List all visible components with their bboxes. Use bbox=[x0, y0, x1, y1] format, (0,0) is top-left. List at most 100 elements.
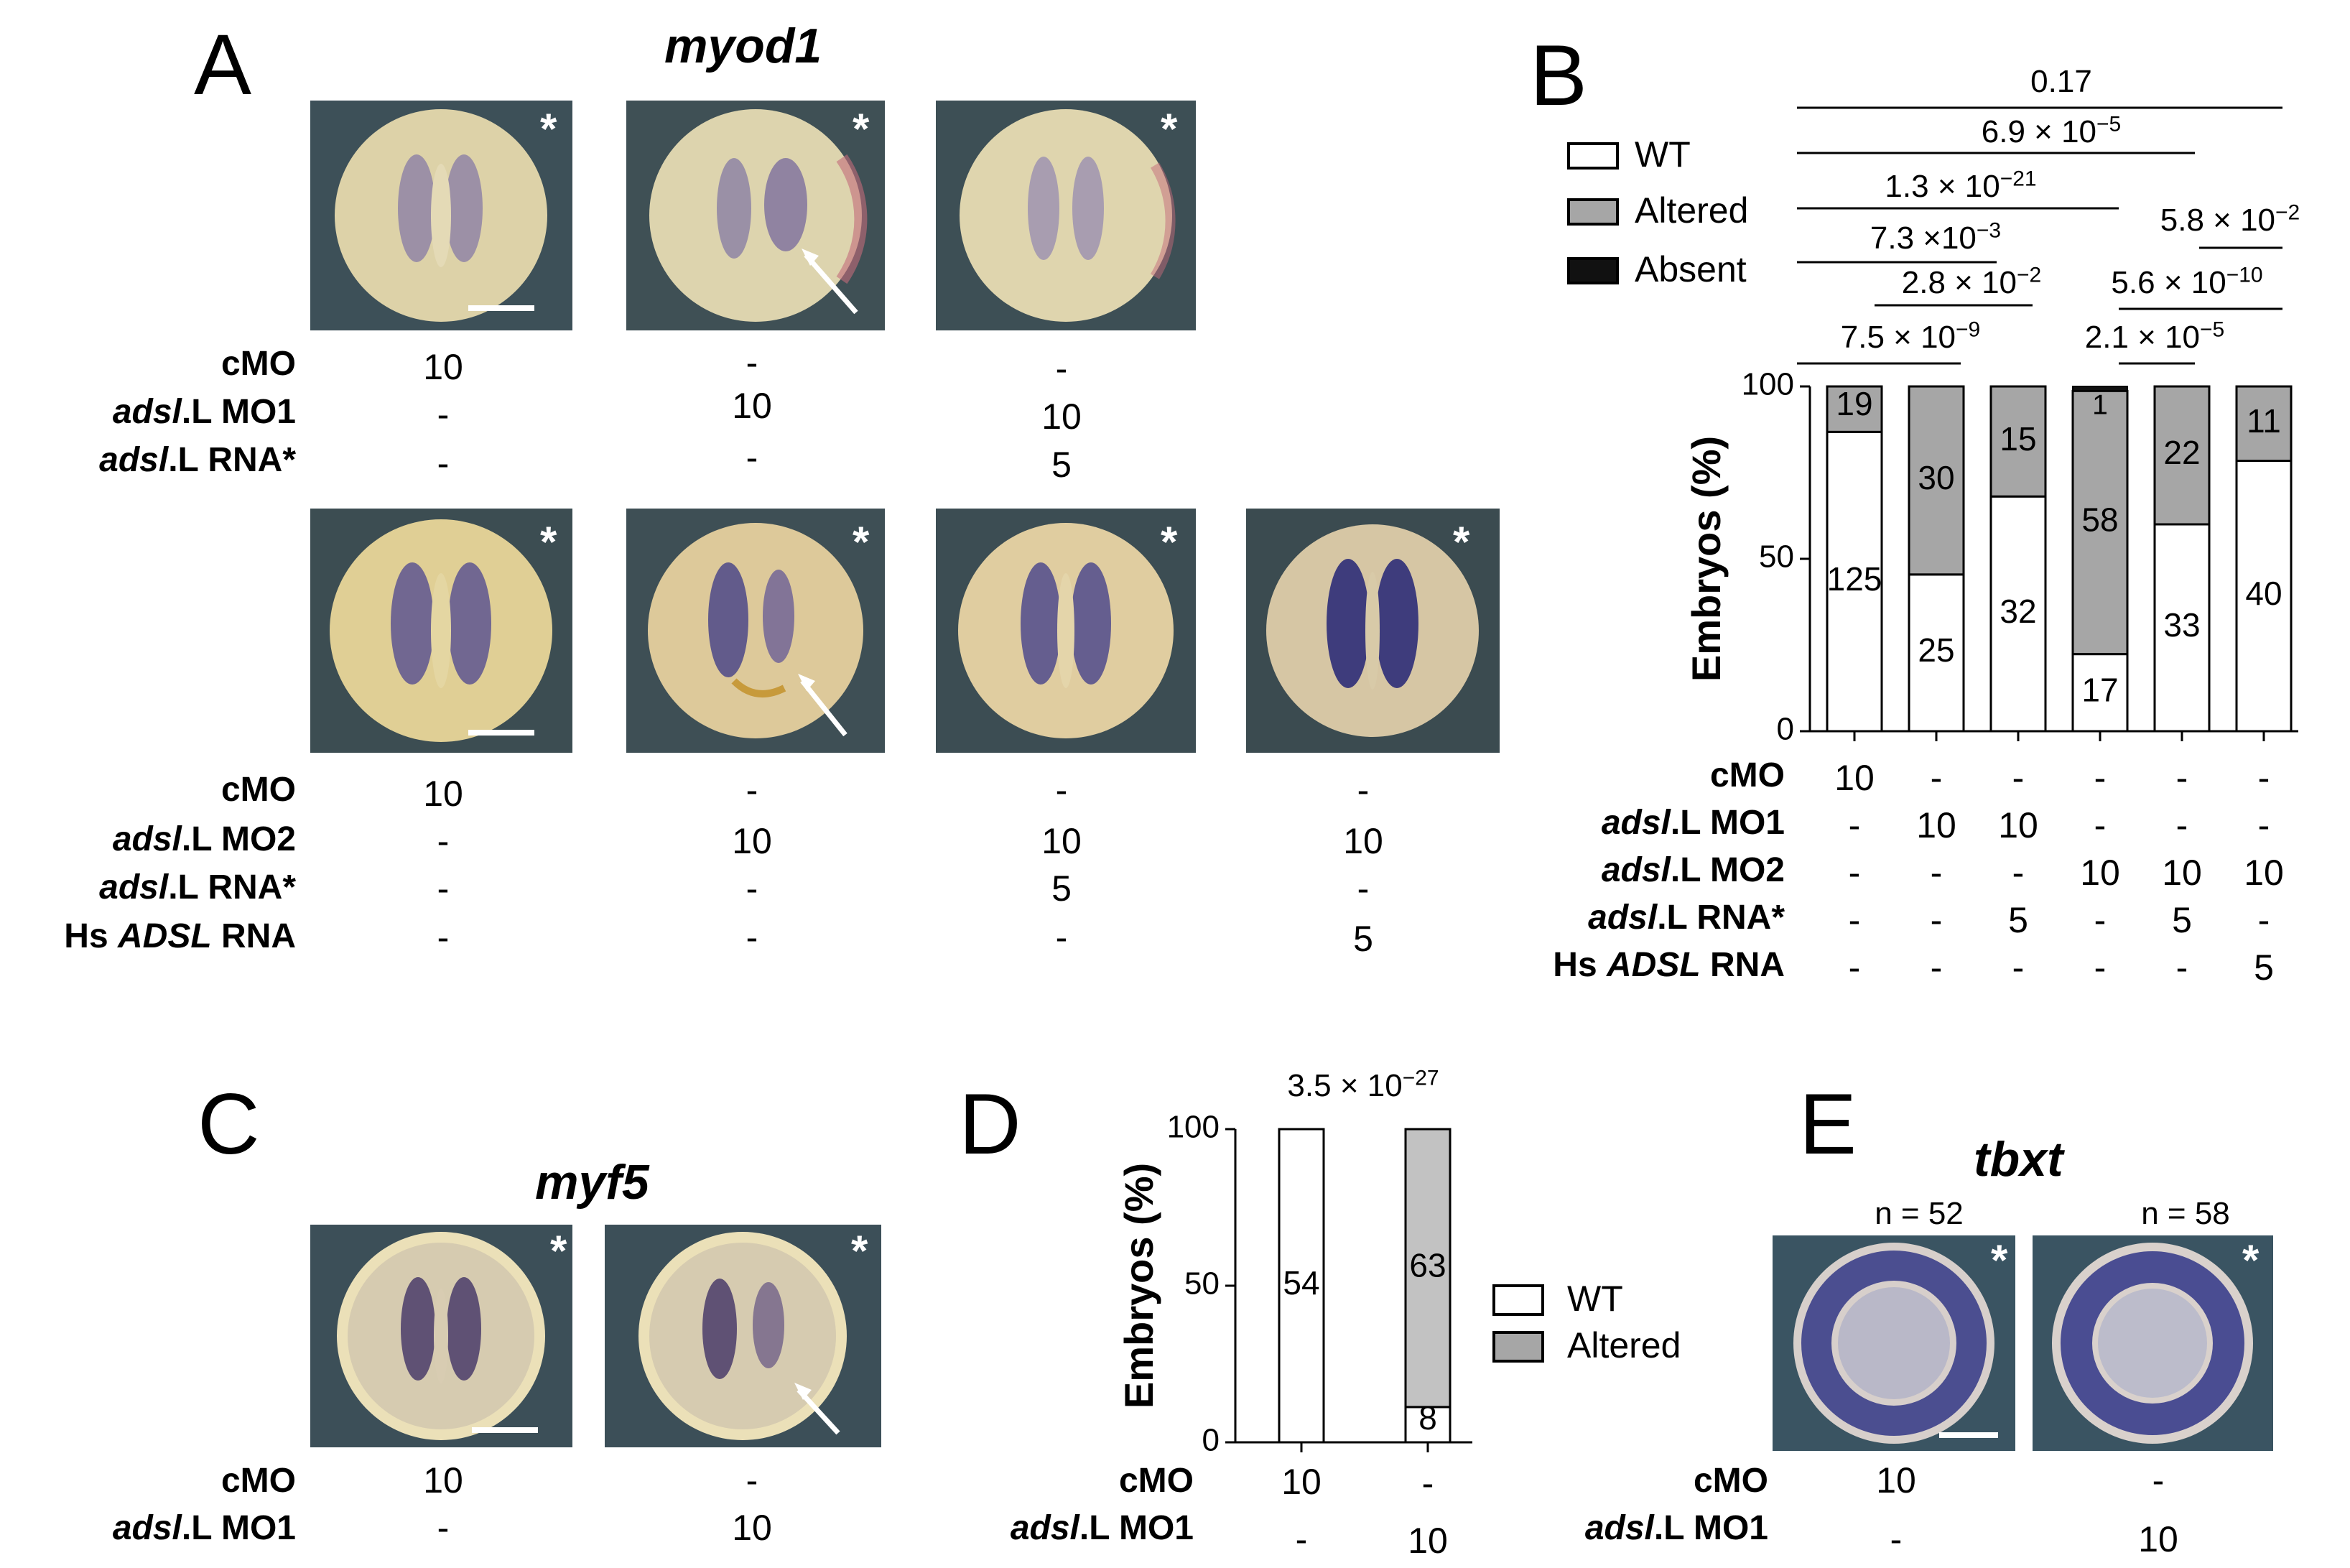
cell: - bbox=[1848, 900, 1861, 940]
bar-label-wt: 54 bbox=[1283, 1264, 1319, 1302]
legend-label-wt: WT bbox=[1567, 1279, 1623, 1319]
bar-label-altered: 11 bbox=[2247, 402, 2281, 440]
cell: 10 bbox=[1041, 396, 1082, 437]
p-value-label: 7.3 ×10−3 bbox=[1870, 218, 2002, 256]
cell: 5 bbox=[1051, 868, 1072, 909]
row-label-cmo: cMO bbox=[1693, 1462, 1768, 1500]
bar-label-absent: 1 bbox=[2092, 389, 2108, 420]
asterisk-mark: * bbox=[1991, 1236, 2008, 1284]
bar-label-altered: 63 bbox=[1409, 1247, 1446, 1284]
bar-label-altered: 15 bbox=[2000, 420, 2036, 458]
cell: - bbox=[437, 868, 450, 909]
cell: 10 bbox=[423, 774, 463, 814]
bar-segment-altered bbox=[2235, 385, 2293, 463]
cell: 10 bbox=[2244, 853, 2284, 893]
row-label-adsl-rna: adsl.L RNA* bbox=[99, 441, 296, 479]
y-axis-title: Embryos (%) bbox=[1683, 436, 1729, 682]
y-tick-label: 50 bbox=[1759, 539, 1794, 575]
bar-segment-wt bbox=[1826, 430, 1883, 733]
cell: 10 bbox=[1916, 805, 1956, 845]
p-value-label: 6.9 × 10−5 bbox=[1981, 112, 2122, 149]
bar-segment-wt bbox=[1908, 573, 1965, 733]
cell: - bbox=[2152, 1460, 2165, 1500]
panel-label-b: B bbox=[1530, 27, 1588, 124]
cell: - bbox=[2257, 758, 2270, 798]
asterisk-mark: * bbox=[1161, 518, 1178, 566]
p-value-label: 7.5 × 10−9 bbox=[1840, 317, 1981, 355]
cell: - bbox=[1848, 853, 1861, 893]
cell: 5 bbox=[2254, 947, 2274, 988]
bar-label-wt: 40 bbox=[2245, 575, 2282, 612]
cell: 10 bbox=[732, 1508, 772, 1548]
asterisk-mark: * bbox=[1161, 105, 1178, 153]
bar-label-altered: 58 bbox=[2081, 501, 2118, 539]
cell: - bbox=[1357, 868, 1370, 909]
cell: - bbox=[746, 770, 758, 810]
cell: - bbox=[746, 868, 758, 909]
y-tick-label: 0 bbox=[1777, 712, 1794, 747]
bar-label-wt: 8 bbox=[1418, 1399, 1437, 1437]
embryo-photo-a4 bbox=[310, 509, 572, 753]
y-tick-label: 50 bbox=[1184, 1266, 1220, 1302]
cell: 10 bbox=[732, 821, 772, 861]
row-label-hs-adsl-rna: Hs ADSL RNA bbox=[1553, 946, 1785, 984]
bar-segment-altered bbox=[1989, 385, 2047, 498]
bar-segment-wt bbox=[2235, 460, 2293, 733]
bar-label-wt: 33 bbox=[2163, 606, 2200, 644]
bar-segment-altered bbox=[1908, 385, 1965, 576]
panel-label-e: E bbox=[1799, 1076, 1857, 1172]
cell: 10 bbox=[1041, 821, 1082, 861]
bar-segment-altered bbox=[1826, 385, 1883, 433]
cell: 10 bbox=[1876, 1460, 1916, 1500]
cell: - bbox=[2094, 900, 2107, 940]
cell: - bbox=[1357, 770, 1370, 810]
cell: 5 bbox=[1353, 919, 1373, 959]
cell: - bbox=[437, 443, 450, 483]
cell: - bbox=[1930, 900, 1943, 940]
embryo-photo-c1 bbox=[310, 1225, 572, 1447]
legend-label-altered: Altered bbox=[1567, 1325, 1681, 1365]
cell: - bbox=[2094, 947, 2107, 988]
asterisk-mark: * bbox=[2242, 1236, 2260, 1284]
asterisk-mark: * bbox=[540, 105, 557, 153]
bar-segment-wt bbox=[1278, 1128, 1325, 1444]
bar-segment-altered bbox=[1404, 1128, 1452, 1409]
cell: - bbox=[1890, 1519, 1903, 1559]
embryo-photo-a2 bbox=[626, 101, 885, 330]
gene-title-myf5: myf5 bbox=[535, 1155, 649, 1210]
legend-label-wt: WT bbox=[1635, 134, 1691, 175]
cell: 10 bbox=[423, 347, 463, 387]
embryo-photo-a5 bbox=[626, 509, 885, 753]
n-label: n = 52 bbox=[1875, 1196, 1964, 1231]
panel-label-c: C bbox=[198, 1076, 260, 1172]
embryo-photo-e2 bbox=[2033, 1235, 2273, 1451]
cell: 10 bbox=[1998, 805, 2038, 845]
cell: - bbox=[746, 343, 758, 383]
cell: - bbox=[1055, 917, 1068, 957]
cell: 10 bbox=[2138, 1519, 2178, 1559]
bar-label-wt: 25 bbox=[1918, 631, 1954, 669]
cell: - bbox=[746, 437, 758, 478]
cell: 10 bbox=[1408, 1521, 1448, 1561]
cell: - bbox=[2094, 758, 2107, 798]
cell: - bbox=[1930, 758, 1943, 798]
row-label-adsl-mo1: adsl.L MO1 bbox=[1584, 1509, 1768, 1547]
bar-label-altered: 19 bbox=[1836, 385, 1872, 422]
cell: - bbox=[2012, 758, 2025, 798]
panel-label-d: D bbox=[959, 1076, 1021, 1172]
cell: - bbox=[1421, 1463, 1434, 1503]
legend-swatch-wt bbox=[1567, 142, 1619, 170]
cell: 5 bbox=[2008, 900, 2028, 940]
asterisk-mark: * bbox=[540, 518, 557, 566]
cell: 10 bbox=[2080, 853, 2120, 893]
bar-label-altered: 22 bbox=[2163, 434, 2200, 471]
row-label-adsl-mo2: adsl.L MO2 bbox=[1601, 851, 1785, 889]
cell: - bbox=[2175, 947, 2188, 988]
cell: - bbox=[1848, 805, 1861, 845]
row-label-adsl-mo1: adsl.L MO1 bbox=[1010, 1509, 1194, 1547]
asterisk-mark: * bbox=[550, 1227, 567, 1275]
cell: - bbox=[2012, 853, 2025, 893]
asterisk-mark: * bbox=[853, 518, 870, 566]
row-label-adsl-rna: adsl.L RNA* bbox=[99, 868, 296, 906]
cell: - bbox=[2175, 758, 2188, 798]
